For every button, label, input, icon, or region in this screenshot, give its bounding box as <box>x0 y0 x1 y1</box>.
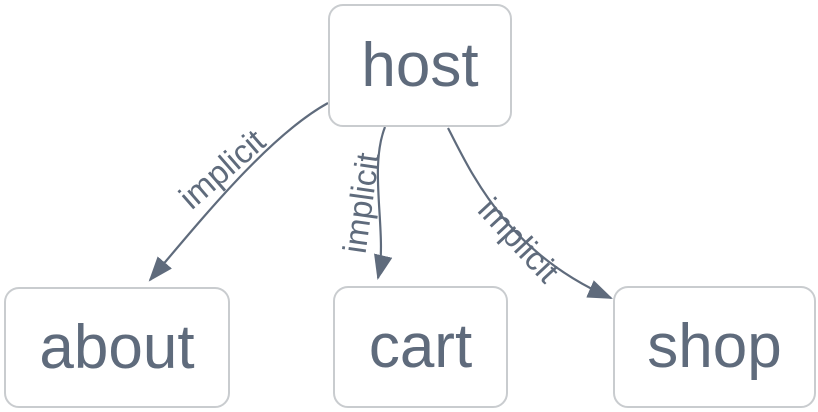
node-cart: cart <box>333 286 508 408</box>
node-host-label: host <box>361 30 479 100</box>
node-about-label: about <box>39 312 195 382</box>
node-host: host <box>328 4 512 127</box>
node-about: about <box>4 287 230 408</box>
node-shop-label: shop <box>647 312 782 381</box>
node-shop: shop <box>613 286 816 408</box>
node-cart-label: cart <box>368 312 473 381</box>
edge-host-about <box>148 102 329 282</box>
edge-host-cart <box>374 126 393 281</box>
edge-host-shop <box>447 127 613 300</box>
